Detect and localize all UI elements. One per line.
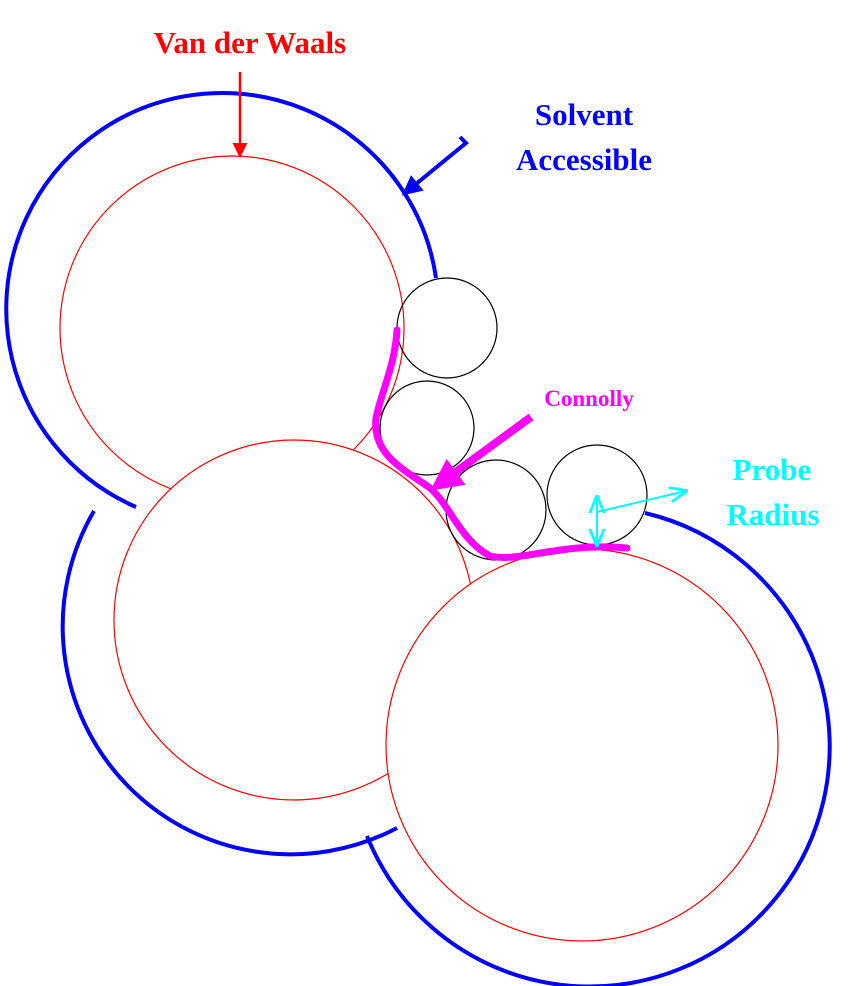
solvent-accessible-surface bbox=[4, 91, 832, 986]
connolly-arrow bbox=[430, 413, 534, 491]
label-solvent-accessible-line1: Solvent bbox=[535, 97, 634, 132]
probe-sphere-3 bbox=[445, 459, 547, 561]
label-van-der-waals: Van der Waals bbox=[154, 25, 346, 60]
label-probe-radius-line2: Radius bbox=[726, 497, 819, 532]
solvent-accessible-arrow bbox=[401, 135, 469, 196]
probe-radius-arrow-diagonal bbox=[596, 491, 686, 513]
label-solvent-accessible-line2: Accessible bbox=[516, 142, 652, 177]
probe-sphere-1 bbox=[396, 277, 498, 379]
label-connolly: Connolly bbox=[544, 386, 634, 411]
probe-sphere-2 bbox=[379, 380, 475, 476]
sas-arc-middle bbox=[60, 509, 398, 857]
sas-arc-top-left bbox=[4, 91, 438, 509]
van-der-waals-surface bbox=[59, 155, 779, 942]
connolly-surface bbox=[372, 326, 631, 561]
sas-arc-bottom-right bbox=[365, 511, 832, 986]
vdw-atom-bottom-right bbox=[385, 548, 779, 942]
vdw-atom-top-left bbox=[59, 155, 405, 501]
label-probe-radius-line1: Probe bbox=[733, 452, 812, 487]
